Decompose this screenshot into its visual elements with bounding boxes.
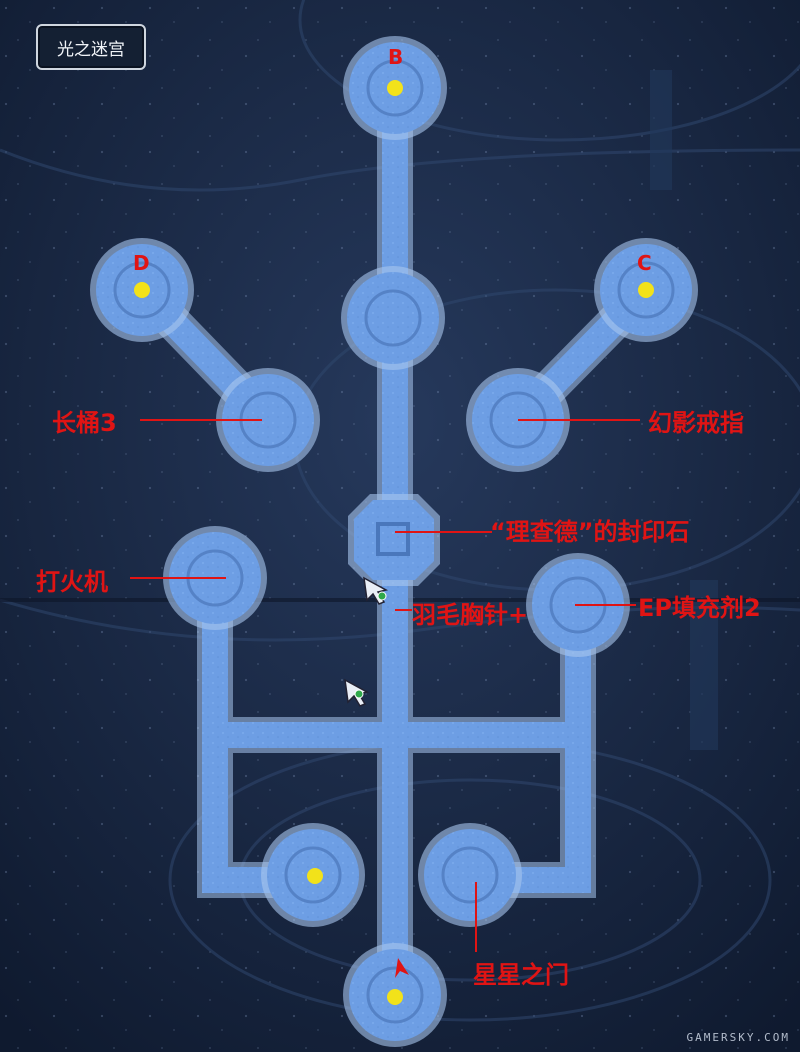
chest-dot bbox=[387, 80, 403, 96]
label-seal-stone: “理查德”的封印石 bbox=[490, 518, 690, 546]
area-title: 光之迷宫 bbox=[57, 39, 125, 60]
label-lighter: 打火机 bbox=[36, 568, 108, 596]
room-entrance bbox=[343, 943, 447, 1047]
pillar-decoration bbox=[690, 580, 718, 750]
label-long-bucket: 长桶3 bbox=[52, 409, 117, 437]
area-title-box: 光之迷宫 bbox=[36, 24, 146, 70]
chest-dot bbox=[134, 282, 150, 298]
leader-lines bbox=[130, 419, 640, 952]
player-position-arrow-icon bbox=[395, 958, 409, 978]
pointer-marker-icon bbox=[363, 576, 389, 605]
label-phantom-ring: 幻影戒指 bbox=[648, 409, 744, 437]
room-long-bucket bbox=[216, 368, 320, 472]
room-marker-b: B bbox=[388, 45, 404, 69]
chest-dot bbox=[307, 868, 323, 884]
room-marker-d: D bbox=[133, 251, 150, 275]
room-b bbox=[343, 36, 447, 140]
room-seal-stone bbox=[348, 494, 440, 586]
room-marker-c: C bbox=[637, 251, 652, 275]
room-star-gate bbox=[418, 823, 522, 927]
room-c bbox=[594, 238, 698, 342]
room-d bbox=[90, 238, 194, 342]
label-star-gate: 星星之门 bbox=[473, 961, 569, 989]
room-center-upper bbox=[341, 266, 445, 370]
chest-dot bbox=[387, 989, 403, 1005]
label-ep-refill: EP填充剂2 bbox=[638, 594, 761, 622]
room-lower-left bbox=[261, 823, 365, 927]
site-watermark: GAMERSKY.COM bbox=[686, 1031, 790, 1044]
pointer-marker-icon bbox=[344, 678, 370, 707]
pillar-decoration bbox=[650, 70, 672, 190]
chest-dot bbox=[638, 282, 654, 298]
label-feather-brooch: 羽毛胸针+ bbox=[412, 601, 529, 629]
